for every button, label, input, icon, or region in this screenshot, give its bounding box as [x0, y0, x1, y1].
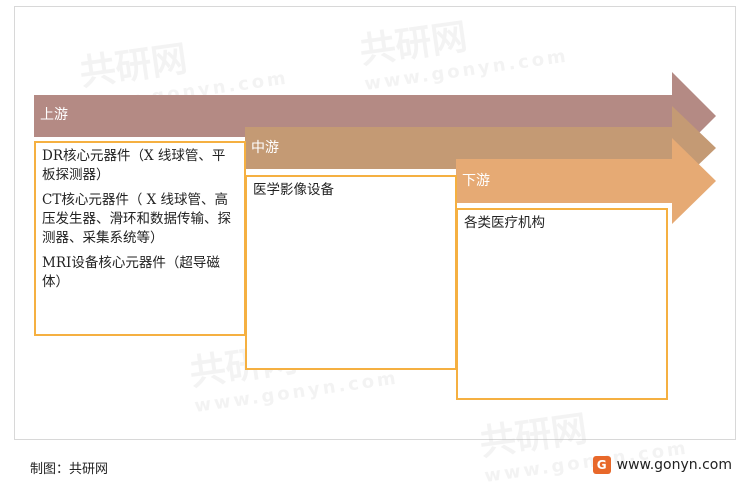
upstream-item: DR核心元器件（X 线球管、平板探测器） [42, 148, 226, 183]
stage-label-upstream: 上游 [40, 107, 68, 123]
midstream-item: 医学影像设备 [253, 182, 334, 198]
downstream-item: 各类医疗机构 [464, 215, 545, 231]
stage-label-downstream: 下游 [462, 173, 490, 189]
stage-label-midstream: 中游 [251, 140, 279, 156]
midstream-box: 医学影像设备 [245, 175, 457, 370]
website-credit: G www.gonyn.com [592, 456, 732, 474]
upstream-arrow [34, 72, 716, 160]
upstream-box: DR核心元器件（X 线球管、平板探测器） CT核心元器件（ X 线球管、高压发生… [34, 141, 246, 336]
upstream-item: MRI设备核心元器件（超导磁体） [42, 255, 220, 290]
downstream-box: 各类医疗机构 [456, 208, 668, 400]
downstream-arrow [456, 138, 716, 224]
upstream-item: CT核心元器件（ X 线球管、高压发生器、滑环和数据传输、探测器、采集系统等） [42, 192, 231, 246]
website-url: www.gonyn.com [616, 457, 732, 473]
gonyn-logo-icon: G [592, 456, 611, 474]
source-caption: 制图：共研网 [30, 462, 109, 477]
